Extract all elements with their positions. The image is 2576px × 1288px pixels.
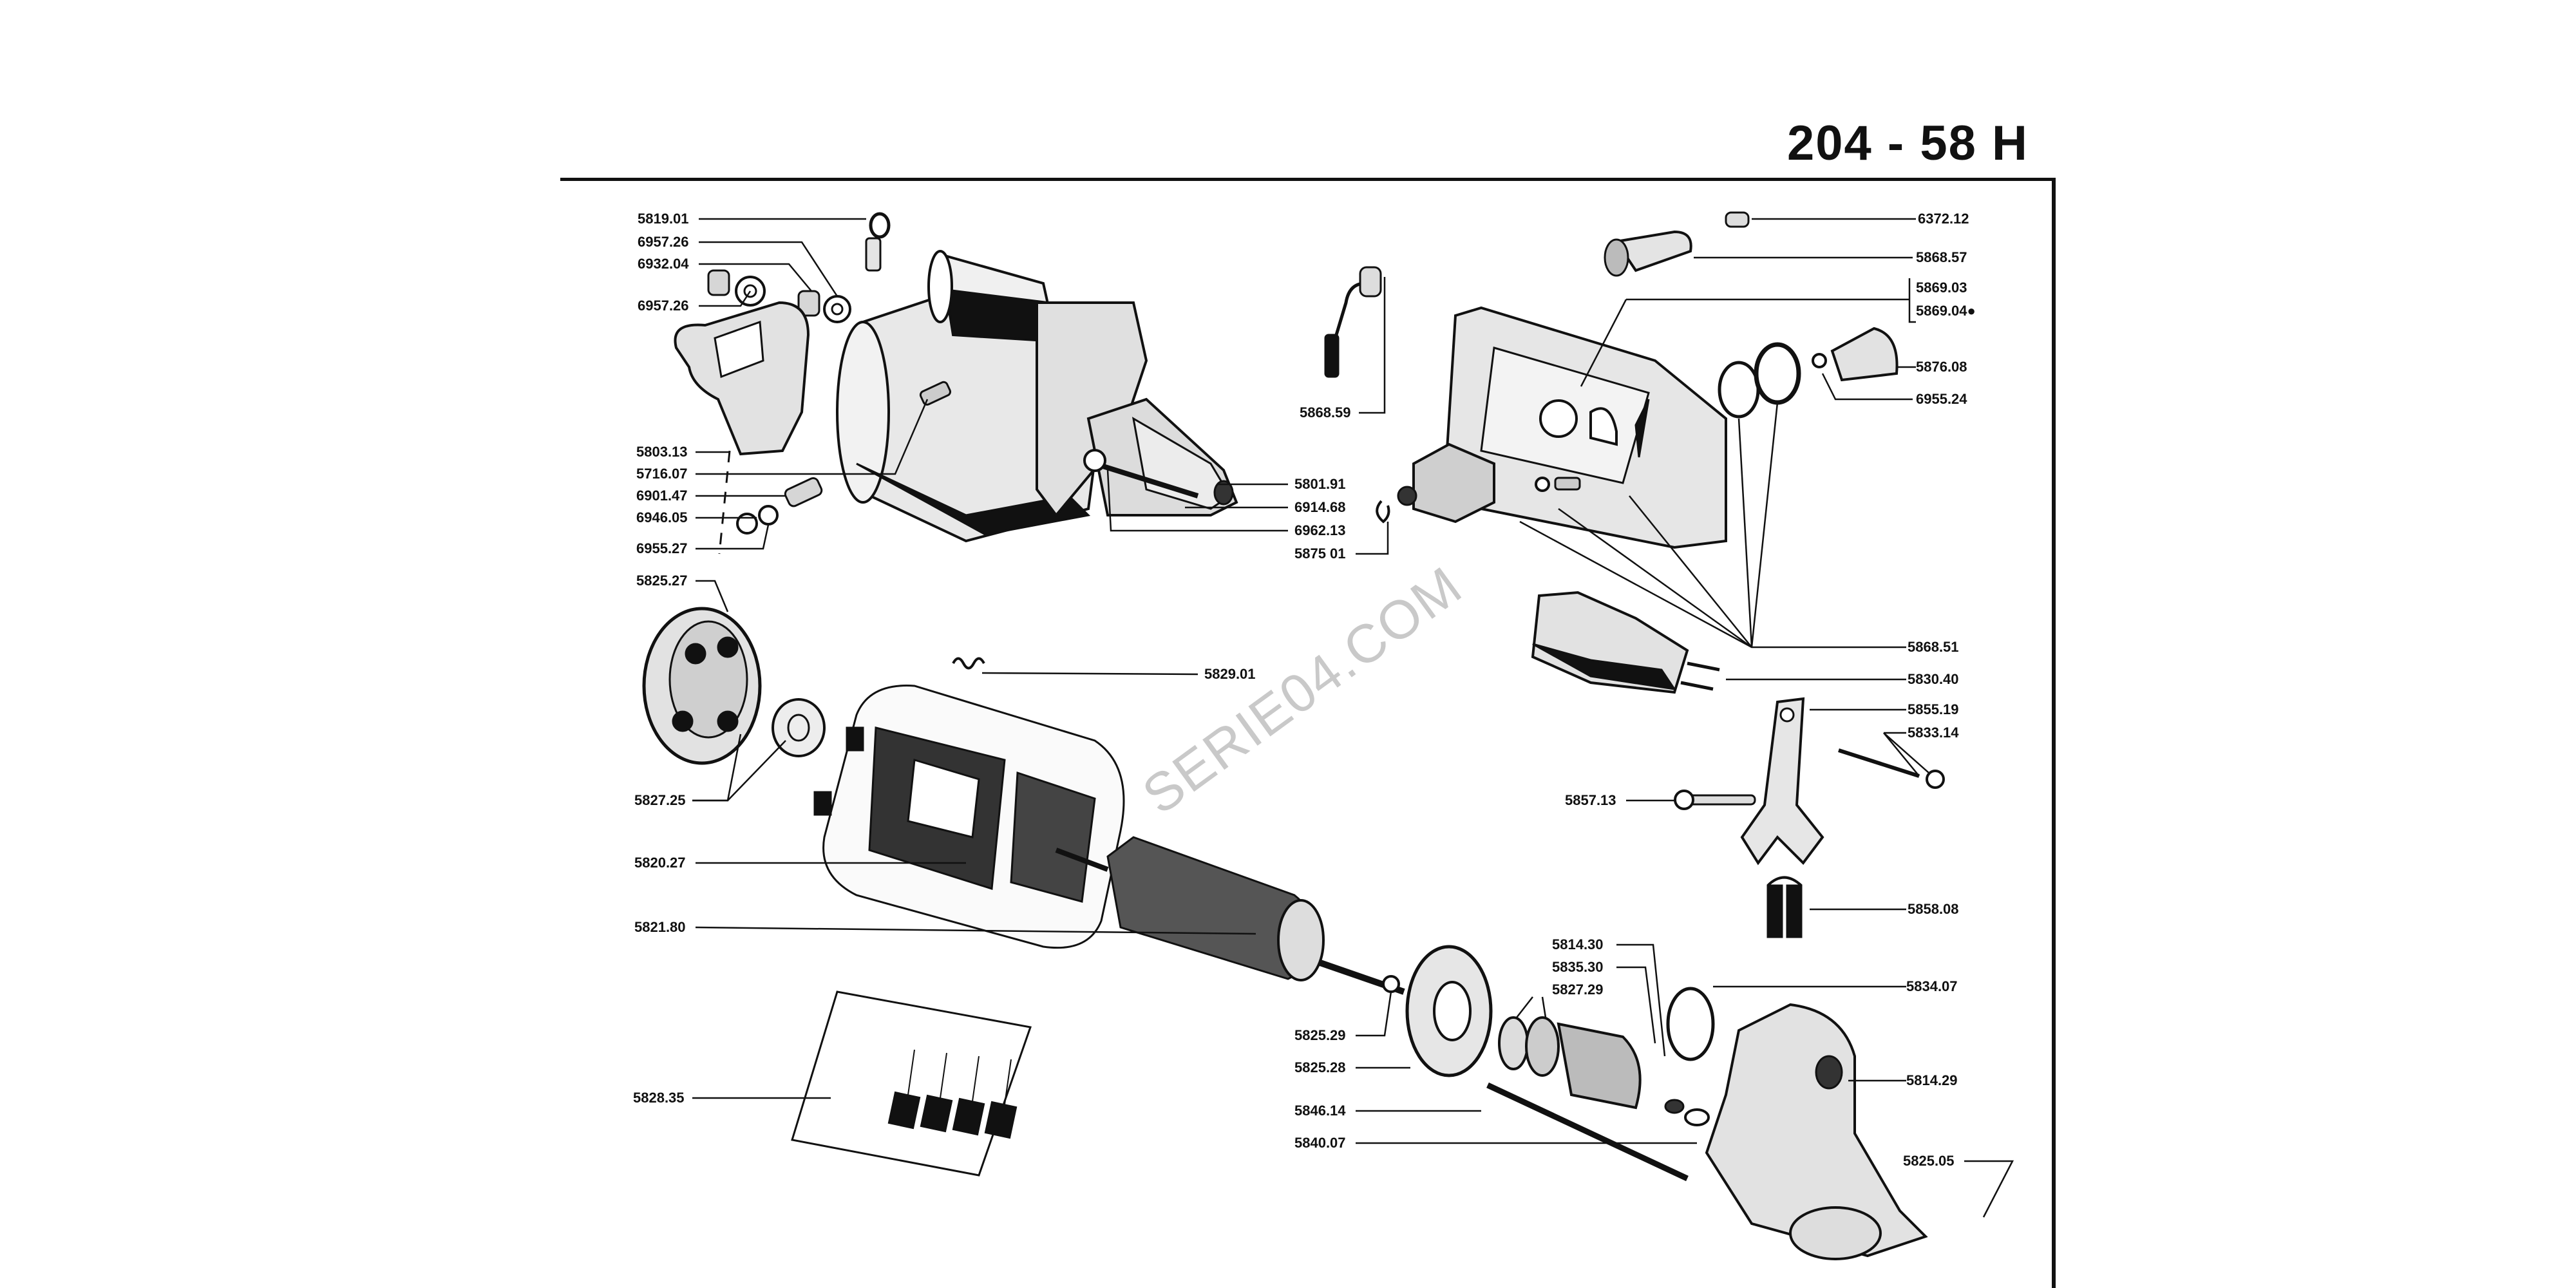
callout-label: 5803.13: [636, 444, 688, 460]
callout-label: 6372.12: [1918, 211, 1969, 227]
end-plate-part: [642, 607, 826, 765]
callout-label: 5875 01: [1294, 545, 1346, 562]
callout-label: 5840.07: [1294, 1135, 1346, 1151]
pinion-drive-part: [1498, 987, 1715, 1126]
starter-motor-assembly: [836, 250, 1238, 543]
callout-label: 5827.29: [1552, 981, 1604, 998]
armature-part: [1055, 836, 1405, 995]
callout-label: 5829.01: [1204, 666, 1256, 682]
callout-label: 5868.59: [1300, 404, 1351, 421]
callout-label: 6957.26: [638, 298, 689, 314]
fork-lever-part: [1674, 697, 1945, 866]
callout-label: 5830.40: [1908, 671, 1959, 687]
callout-label: 6946.05: [636, 509, 688, 526]
callout-label: 5876.08: [1916, 359, 1967, 375]
callout-label: 5825.28: [1294, 1059, 1346, 1075]
callout-label: 6955.27: [636, 540, 688, 556]
bulb-holder-parts: [1604, 211, 1750, 277]
solenoid-part: [1531, 591, 1720, 694]
mounting-bracket-part: [674, 301, 810, 456]
callout-label: 5814.30: [1552, 936, 1604, 952]
callout-label: 5857.13: [1565, 792, 1616, 808]
frame-top-rule: [560, 178, 2053, 181]
nut-washer-set-top: [707, 269, 851, 323]
bolt-washer-set-lower: [736, 477, 823, 535]
spring-part: [952, 657, 985, 670]
callout-label: 5869.03: [1916, 279, 1967, 296]
callout-label: 5835.30: [1552, 959, 1604, 975]
callout-label: 5858.08: [1908, 901, 1959, 917]
callout-label: 5827.25: [634, 792, 686, 808]
through-bolt-part: [1486, 1082, 1689, 1182]
callout-label: 6962.13: [1294, 522, 1346, 538]
callout-label: 5814.29: [1906, 1072, 1958, 1088]
clip-part: [1376, 500, 1390, 524]
callout-label: 6957.26: [638, 234, 689, 250]
ring-knob-parts: [1718, 327, 1899, 419]
thrust-plate-part: [1382, 945, 1493, 1077]
eye-terminal-part: [865, 212, 891, 272]
callout-label: 5868.57: [1916, 249, 1967, 265]
callout-label: 5825.27: [636, 573, 688, 589]
callout-label: 6932.04: [638, 256, 689, 272]
callout-label: 5828.35: [633, 1090, 685, 1106]
callout-label: 5820.27: [634, 855, 686, 871]
callout-label: 6955.24: [1916, 391, 1967, 407]
field-coil-housing-part: [813, 685, 1125, 949]
brush-packet-part: [791, 990, 1032, 1177]
brush-set-part: [1766, 876, 1803, 938]
frame-right-rule: [2052, 178, 2056, 1288]
callout-label: 5834.07: [1906, 978, 1958, 994]
callout-label: 5855.19: [1908, 701, 1959, 717]
page-title: 204 - 58 H: [1787, 116, 2029, 171]
callout-leader-lines: [692, 218, 2014, 1218]
callout-label: 5846.14: [1294, 1103, 1346, 1119]
callout-label: 5821.80: [634, 919, 686, 935]
callout-label: 6901.47: [636, 488, 688, 504]
switch-housing-panel: [1397, 306, 1727, 549]
callout-label: 5833.14: [1908, 724, 1959, 741]
callout-label: 5868.51: [1908, 639, 1959, 655]
callout-label: 6914.68: [1294, 499, 1346, 515]
callout-label: 5716.07: [636, 466, 688, 482]
callout-label: 5825.05: [1903, 1153, 1955, 1169]
callout-label: 5869.04●: [1916, 303, 1976, 319]
drive-end-housing-part: [1705, 1003, 1928, 1260]
callout-label: 5819.01: [638, 211, 689, 227]
cable-part: [1324, 266, 1382, 378]
callout-label: 5801.91: [1294, 476, 1346, 492]
callout-label: 5825.29: [1294, 1027, 1346, 1043]
